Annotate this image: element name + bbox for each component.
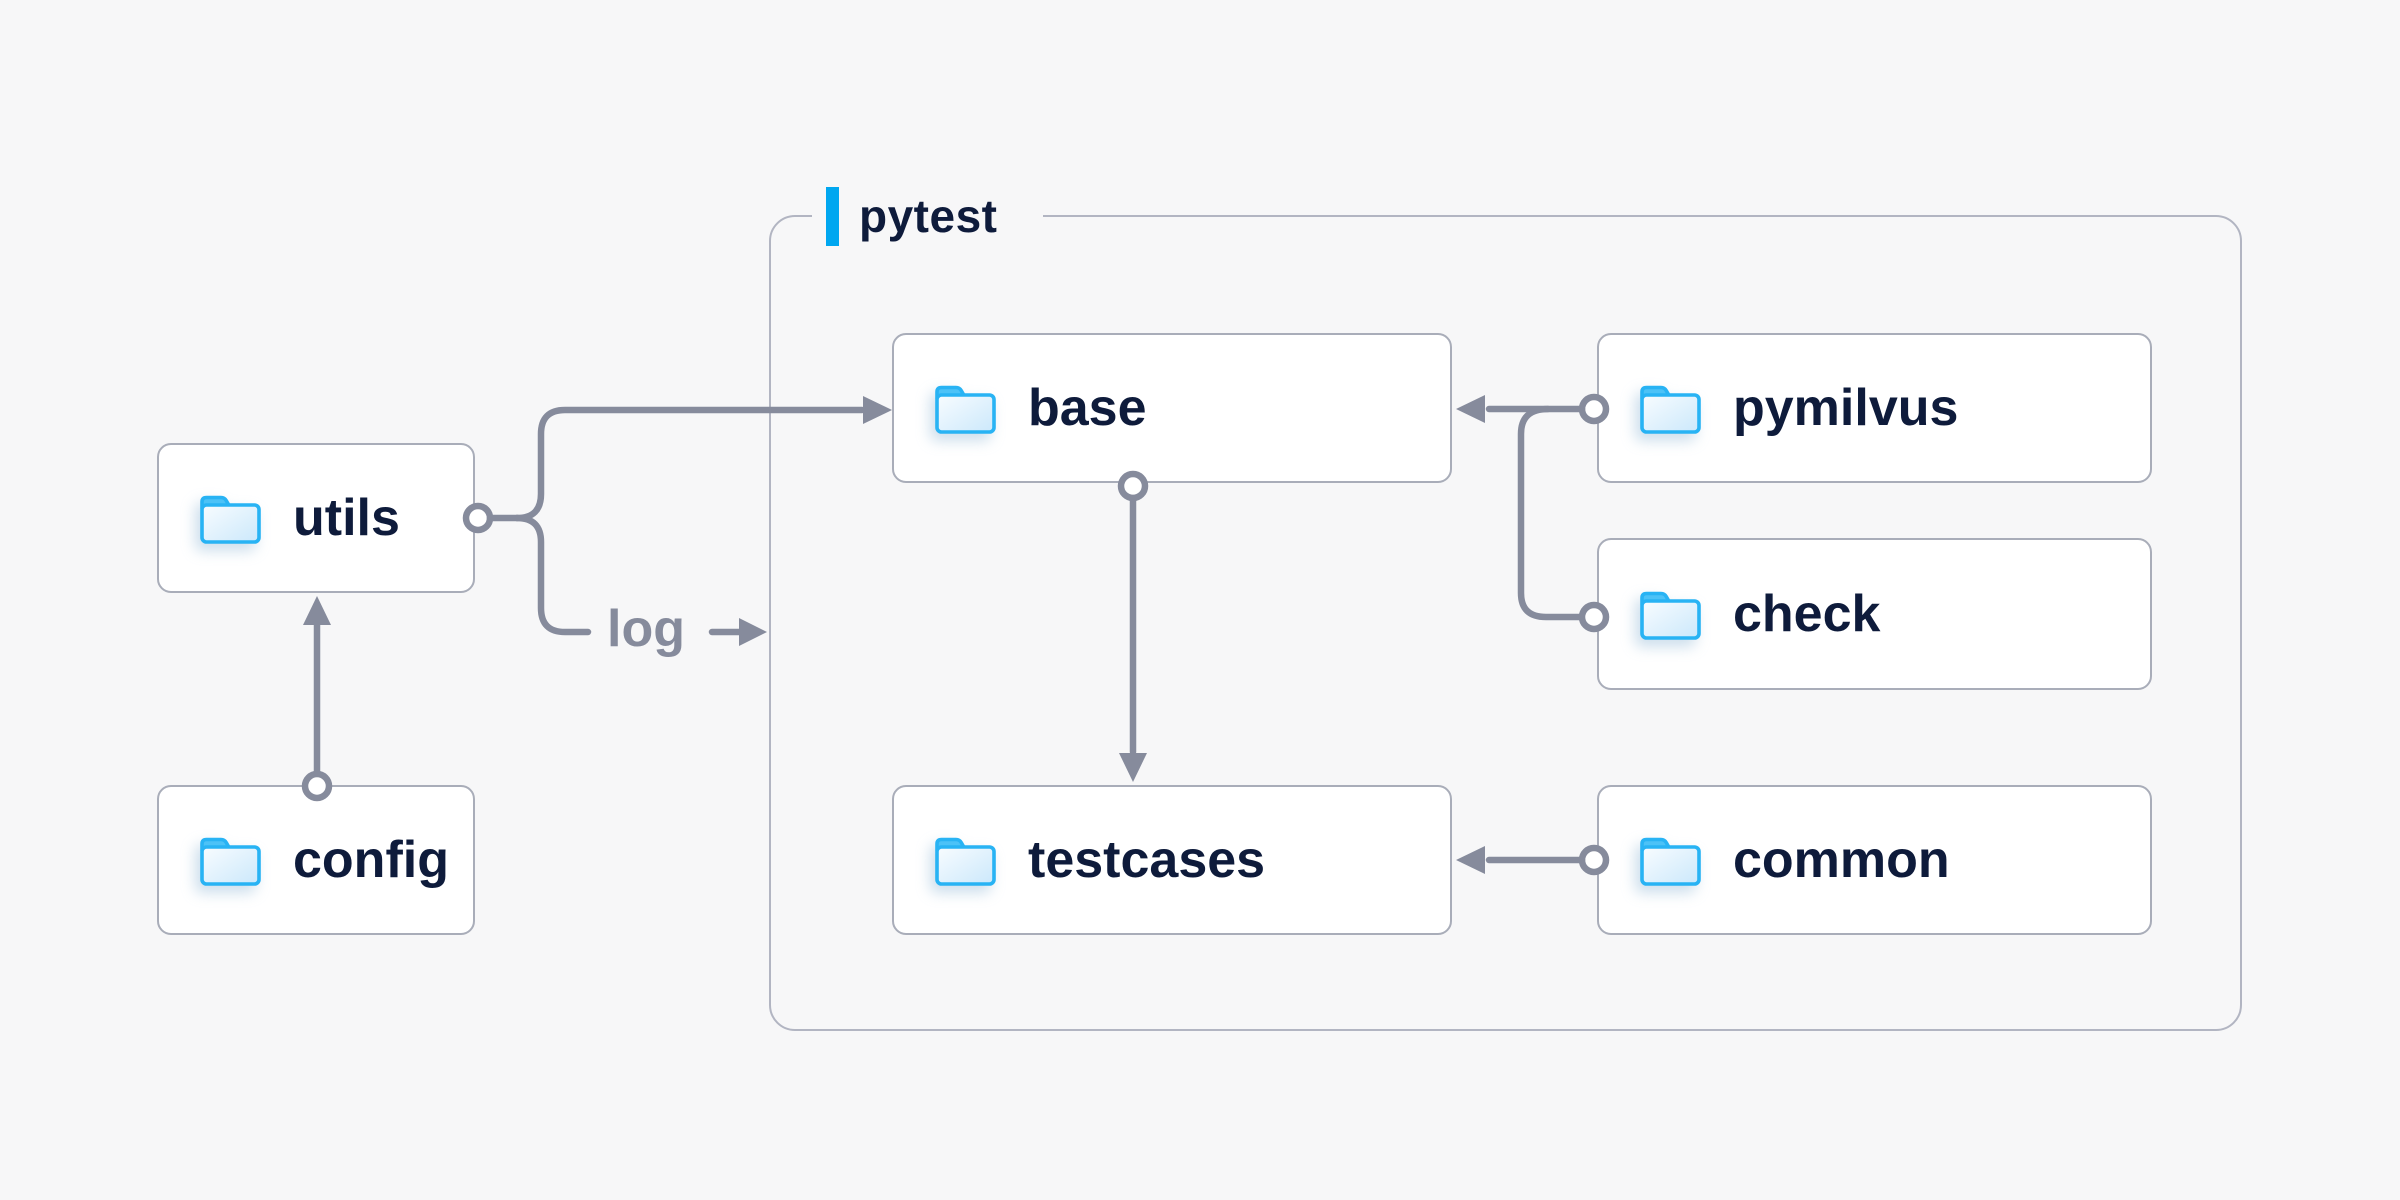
- pytest-group-container: [769, 215, 2242, 1031]
- node-label: pymilvus: [1733, 379, 1959, 437]
- node-label: testcases: [1028, 831, 1266, 889]
- node-label: utils: [293, 489, 400, 547]
- folder-icon: [935, 385, 996, 434]
- folder-icon: [935, 837, 996, 886]
- node-label: check: [1733, 585, 1881, 643]
- node-label: base: [1028, 379, 1147, 437]
- folder-icon: [200, 495, 261, 544]
- edge-config-utils: [301, 596, 333, 802]
- node-pymilvus: pymilvus: [1597, 333, 2152, 483]
- folder-icon: [1640, 591, 1701, 640]
- node-common: common: [1597, 785, 2152, 935]
- accent-bar: [826, 186, 839, 246]
- node-utils: utils: [157, 443, 475, 593]
- node-check: check: [1597, 538, 2152, 690]
- edge-label-log: log: [607, 600, 685, 658]
- pytest-group-label: pytest: [812, 186, 1044, 246]
- node-label: common: [1733, 831, 1950, 889]
- node-config: config: [157, 785, 475, 935]
- node-label: config: [293, 831, 449, 889]
- group-title: pytest: [859, 190, 998, 242]
- node-base: base: [892, 333, 1452, 483]
- folder-icon: [1640, 385, 1701, 434]
- node-testcases: testcases: [892, 785, 1452, 935]
- folder-icon: [1640, 837, 1701, 886]
- folder-icon: [200, 837, 261, 886]
